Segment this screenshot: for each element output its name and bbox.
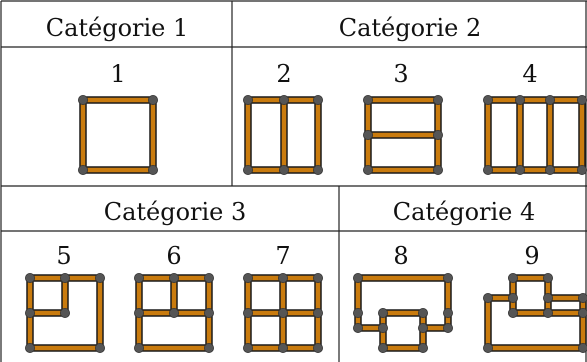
joint-dot — [24, 307, 35, 318]
joint-dot — [203, 342, 214, 353]
figure-3-number: 3 — [393, 60, 409, 88]
joint-dot — [577, 95, 587, 105]
figure-4 — [482, 95, 587, 175]
figure-5 — [24, 272, 106, 353]
joint-dot — [277, 342, 288, 353]
joint-dot — [133, 342, 144, 353]
joint-dot — [507, 272, 518, 283]
figure-8-number: 8 — [393, 242, 409, 270]
joint-dot — [515, 164, 526, 175]
figure-1 — [78, 95, 158, 175]
figure-4-number: 4 — [522, 60, 538, 88]
figure-6-number: 6 — [166, 242, 182, 270]
joint-dot — [78, 164, 89, 175]
joint-dot — [278, 95, 289, 106]
joint-dot — [277, 272, 288, 283]
joint-dot — [242, 342, 253, 353]
joint-dot — [78, 95, 89, 106]
joint-dot — [312, 342, 323, 353]
joint-dot — [312, 95, 323, 106]
joint-dot — [507, 307, 518, 318]
joint-dot — [278, 164, 289, 175]
joint-dot — [377, 322, 388, 333]
joint-dot — [133, 272, 144, 283]
joint-dot — [147, 95, 158, 106]
joint-dot — [362, 95, 373, 106]
figure-9 — [482, 272, 587, 353]
joint-dot — [362, 129, 373, 140]
category-1-label: Catégorie 1 — [45, 14, 189, 42]
joint-dot — [543, 292, 554, 303]
joint-dot — [168, 272, 179, 283]
figure-2 — [242, 95, 323, 175]
figure-5-number: 5 — [56, 242, 72, 270]
joint-dot — [577, 165, 587, 175]
joint-dot — [377, 342, 388, 353]
figure-8 — [352, 272, 453, 353]
figure-7-number: 7 — [275, 242, 291, 270]
joint-dot — [24, 272, 35, 283]
joint-dot — [482, 95, 493, 106]
figure-1-number: 1 — [110, 60, 126, 88]
figure-9-number: 9 — [524, 242, 540, 270]
joint-dot — [352, 272, 363, 283]
joint-dot — [377, 307, 388, 318]
category-4-label: Catégorie 4 — [392, 198, 536, 226]
joint-dot — [543, 272, 554, 283]
figure-6 — [133, 272, 214, 353]
joint-dot — [312, 272, 323, 283]
joint-dot — [203, 307, 214, 318]
joint-dot — [432, 129, 443, 140]
joint-dot — [352, 307, 363, 318]
joint-dot — [578, 293, 587, 303]
joint-dot — [95, 342, 106, 353]
joint-dot — [242, 164, 253, 175]
figure-7 — [242, 272, 323, 353]
joint-dot — [482, 342, 493, 353]
joint-dot — [60, 272, 71, 283]
joint-dot — [242, 307, 253, 318]
joint-dot — [133, 307, 144, 318]
category-2-label: Catégorie 2 — [338, 14, 482, 42]
figure-3 — [362, 95, 443, 175]
joint-dot — [95, 272, 106, 283]
joint-dot — [147, 164, 158, 175]
joint-dot — [242, 272, 253, 283]
joint-dot — [362, 164, 373, 175]
joint-dot — [417, 322, 428, 333]
joint-dot — [352, 322, 363, 333]
joint-dot — [482, 292, 493, 303]
joint-dot — [545, 164, 556, 175]
joint-dot — [442, 307, 453, 318]
figure-2-number: 2 — [276, 60, 292, 88]
joint-dot — [432, 164, 443, 175]
joint-dot — [432, 95, 443, 106]
joint-dot — [482, 164, 493, 175]
joint-dot — [24, 342, 35, 353]
joint-dot — [60, 307, 71, 318]
category-3-label: Catégorie 3 — [103, 198, 247, 226]
joint-dot — [545, 95, 556, 106]
joint-dot — [578, 308, 587, 318]
joint-dot — [168, 307, 179, 318]
joint-dot — [578, 343, 587, 353]
joint-dot — [203, 272, 214, 283]
joint-dot — [515, 95, 526, 106]
joint-dot — [312, 307, 323, 318]
joint-dot — [312, 164, 323, 175]
joint-dot — [417, 342, 428, 353]
joint-dot — [242, 95, 253, 106]
joint-dot — [442, 272, 453, 283]
joint-dot — [417, 307, 428, 318]
joint-dot — [543, 307, 554, 318]
joint-dot — [507, 292, 518, 303]
joint-dot — [442, 322, 453, 333]
joint-dot — [277, 307, 288, 318]
